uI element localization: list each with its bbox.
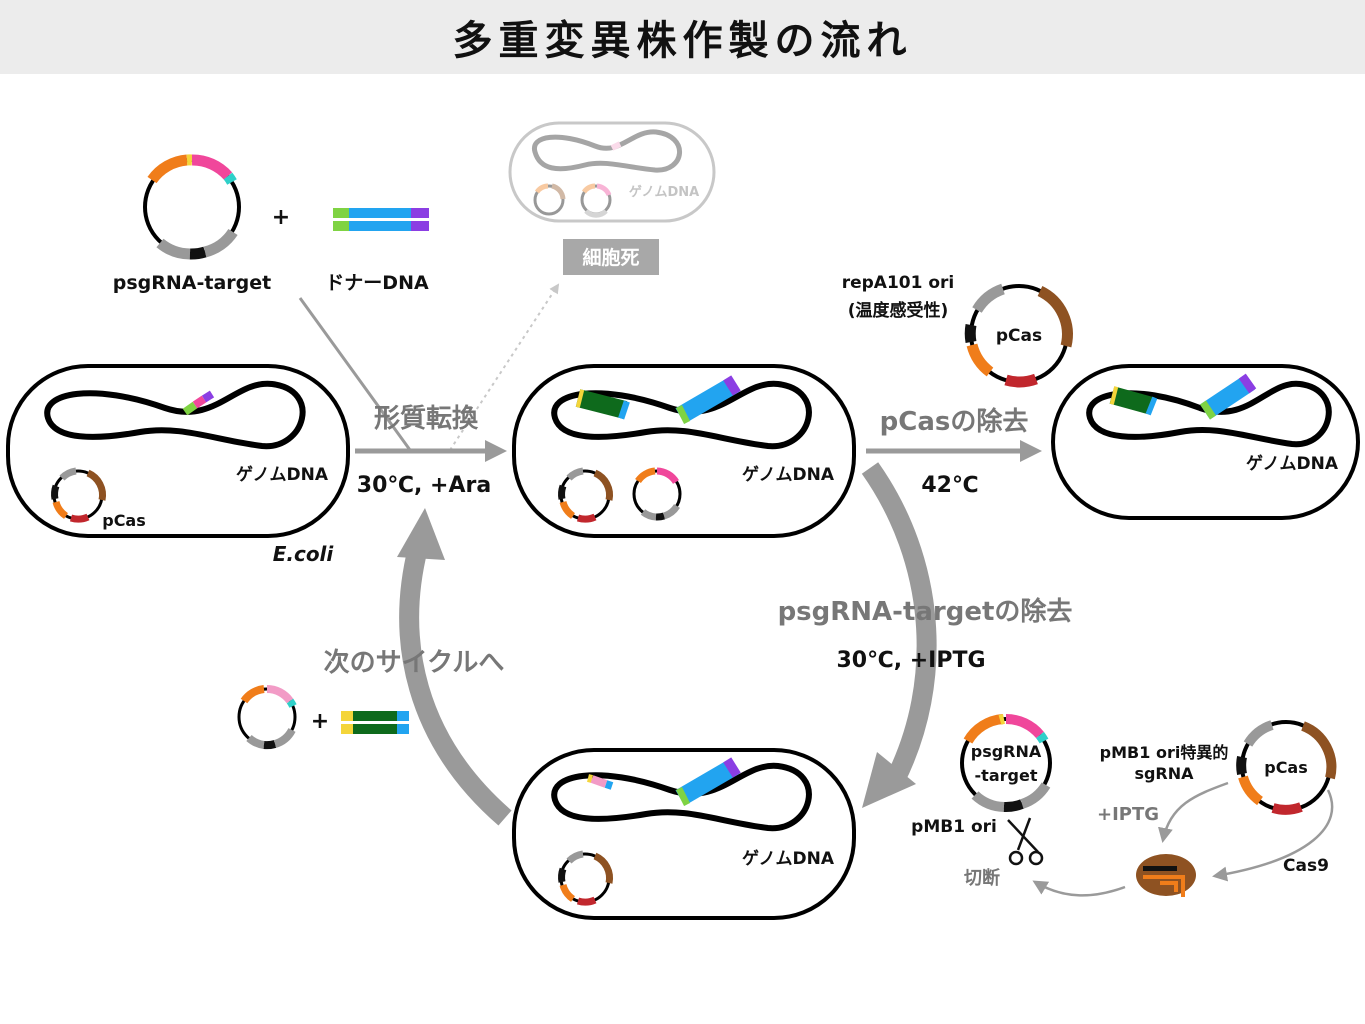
- plasmid-dead-1: [533, 183, 566, 216]
- plasmid-pcas-bottom: [1236, 720, 1337, 815]
- label-psgrna-target: psgRNA-target: [113, 272, 271, 294]
- label-pcas-large: pCas: [996, 326, 1042, 346]
- psgrna-removal-arrowhead: [862, 752, 916, 808]
- label-pcas-cell-1: pCas: [102, 511, 146, 530]
- label-pcas-removal: pCasの除去: [880, 406, 1029, 437]
- label-pmb1-ori: pMB1 ori: [911, 817, 997, 837]
- label-plus-top: +: [272, 205, 290, 230]
- genome-cell-1: [44, 380, 306, 450]
- dead-path-arrow: [449, 283, 560, 451]
- label-donor-dna: ドナーDNA: [325, 272, 429, 294]
- cell-1: [6, 364, 350, 538]
- title-bar: [0, 0, 1365, 74]
- genome-cell-2: [551, 375, 812, 450]
- plasmid-dead-2: [580, 183, 612, 218]
- plasmid-pcas-cell-1: [51, 467, 106, 523]
- cas9-arrow: [1212, 789, 1334, 882]
- genome-cell-3: [1086, 373, 1332, 448]
- transformation-arrowhead: [485, 440, 507, 462]
- label-temp-sensitive: (温度感受性): [848, 300, 949, 321]
- donor-dna-next: [341, 711, 409, 734]
- label-pmb1-sgrna-line2: sgRNA: [1134, 764, 1194, 783]
- label-cond-42: 42℃: [921, 473, 978, 498]
- cell-death-box: [563, 239, 659, 275]
- pcas-removal-arrowhead: [1020, 440, 1042, 462]
- iptg-arrow: [1158, 781, 1229, 843]
- label-pmb1-sgrna-line1: pMB1 ori特異的: [1100, 743, 1229, 762]
- label-plus-next: +: [311, 709, 329, 734]
- plasmid-pcas-cell-2: [558, 467, 613, 523]
- genome-cell-4: [551, 757, 812, 832]
- next-cycle-arrowhead: [397, 508, 445, 560]
- label-transformation: 形質転換: [374, 404, 479, 434]
- label-pcas-bottom: pCas: [1264, 758, 1308, 777]
- label-cond-30-iptg: 30℃, +IPTG: [836, 648, 985, 673]
- plasmid-psgrna-cell-2: [632, 467, 682, 521]
- label-next-cycle: 次のサイクルへ: [324, 648, 505, 678]
- cell-3: [1051, 364, 1360, 520]
- cell-4: [512, 748, 856, 920]
- next-cycle-arrow: [399, 545, 512, 826]
- diagram-title: 多重変異株作製の流れ: [452, 18, 913, 64]
- cell-death-label: 細胞死: [582, 246, 639, 269]
- cell-2: [512, 364, 856, 538]
- label-genome-cell-4: ゲノムDNA: [742, 848, 835, 869]
- plasmid-psgrna-top: [143, 154, 241, 260]
- cas9-sgrna-complex: [1136, 854, 1196, 897]
- plasmid-pcas-cell-4: [558, 850, 613, 906]
- label-psgrna-line2: -target: [975, 766, 1038, 785]
- psgrna-feed-line: [298, 297, 412, 451]
- psgrna-removal-arrow: [861, 462, 937, 785]
- cell-dead: [508, 121, 716, 223]
- scissors-icon: [1007, 817, 1044, 866]
- label-genome-cell-2: ゲノムDNA: [742, 464, 835, 485]
- plasmid-next-cycle: [237, 684, 297, 750]
- label-cond-30-ara: 30℃, +Ara: [357, 473, 491, 498]
- label-psgrna-line1: psgRNA: [971, 742, 1042, 761]
- label-genome-cell-3: ゲノムDNA: [1246, 453, 1339, 474]
- label-repa-ori: repA101 ori: [842, 273, 955, 293]
- label-iptg: +IPTG: [1097, 804, 1159, 825]
- label-ecoli: E.coli: [273, 542, 335, 566]
- donor-dna: [333, 208, 429, 231]
- label-psgrna-removal: psgRNA-targetの除去: [778, 596, 1073, 627]
- label-genome-cell-1: ゲノムDNA: [236, 464, 329, 485]
- genome-dead: [532, 129, 682, 173]
- cleavage-arrow: [1032, 880, 1126, 897]
- label-genome-dead: ゲノムDNA: [629, 184, 699, 200]
- plasmid-pcas-large: [964, 283, 1073, 388]
- label-cleavage: 切断: [964, 867, 1000, 889]
- plasmid-psgrna-large: [960, 713, 1052, 813]
- label-cas9: Cas9: [1283, 856, 1329, 876]
